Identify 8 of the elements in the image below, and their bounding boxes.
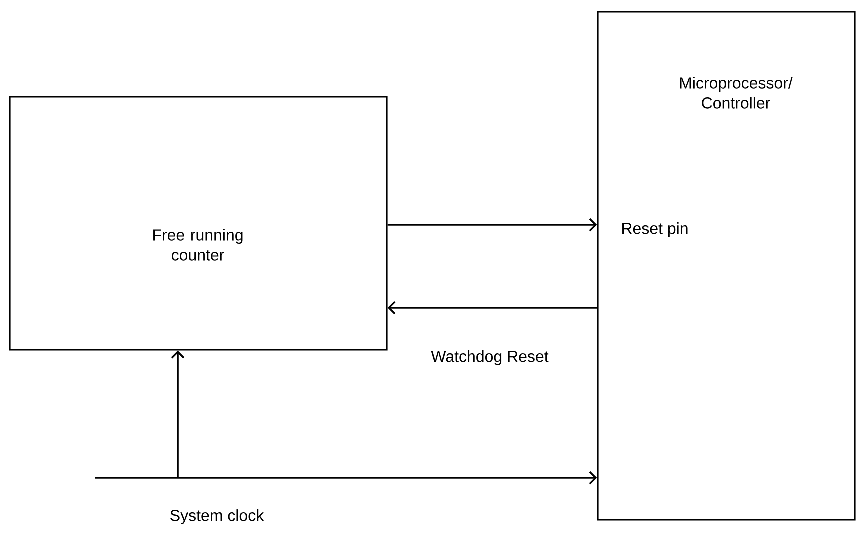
pin-label: Reset pin: [622, 222, 688, 238]
counter-box: Free running counter: [9, 96, 388, 351]
arrow: [388, 301, 598, 315]
arrow: [95, 471, 598, 485]
edge-label: System clock: [168, 508, 266, 526]
edge-label: Watchdog Reset: [430, 350, 550, 366]
arrow: [171, 350, 185, 478]
arrow: [388, 218, 598, 232]
